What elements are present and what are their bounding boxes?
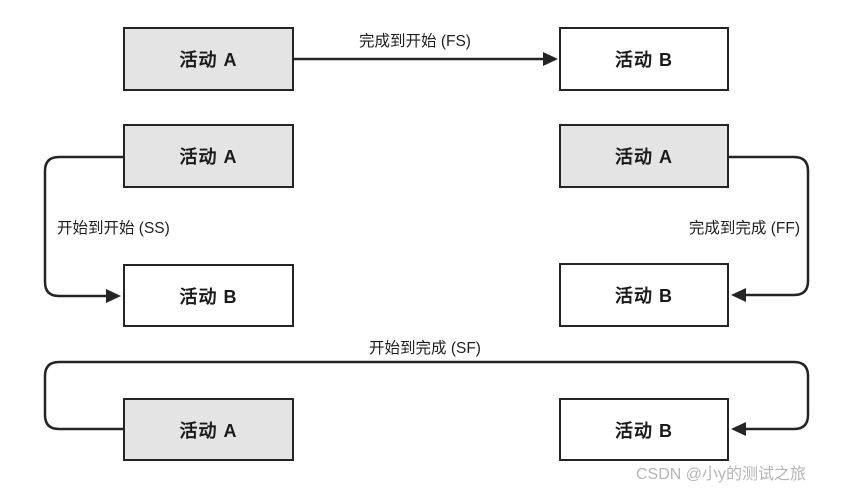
activity-b-label: 活动 B xyxy=(615,286,673,306)
activity-a-label: 活动 A xyxy=(615,147,673,167)
activity-a-box-ss: 活动 A xyxy=(123,124,294,188)
sf-arrowhead-icon xyxy=(731,422,746,436)
fs-relation-label: 完成到开始 (FS) xyxy=(359,33,471,50)
activity-b-label: 活动 B xyxy=(615,420,673,441)
ss-arrowhead-icon xyxy=(106,289,121,303)
activity-b-label: 活动 B xyxy=(179,286,238,307)
activity-a-label: 活动 A xyxy=(179,50,238,70)
csdn-watermark: CSDN @小y的测试之旅 xyxy=(636,466,807,483)
activity-a-box-sf: 活动 A xyxy=(123,398,294,461)
activity-a-label: 活动 A xyxy=(179,147,238,167)
sf-connector-line xyxy=(43,360,810,431)
ff-connector-line xyxy=(728,155,810,297)
activity-a-box-fs: 活动 A xyxy=(123,27,294,91)
activity-a-box-ff: 活动 A xyxy=(559,124,729,188)
activity-b-box-fs: 活动 B xyxy=(559,27,729,91)
activity-b-box-sf: 活动 B xyxy=(559,398,729,461)
activity-a-label: 活动 A xyxy=(179,420,238,441)
ff-relation-label: 完成到完成 (FF) xyxy=(688,220,800,237)
activity-b-box-ff: 活动 B xyxy=(559,263,729,327)
ff-arrowhead-icon xyxy=(731,288,746,302)
ss-connector-line xyxy=(43,155,123,298)
fs-arrowhead-icon xyxy=(543,52,558,66)
ss-relation-label: 开始到开始 (SS) xyxy=(57,220,170,237)
activity-b-box-ss: 活动 B xyxy=(123,264,294,327)
sf-relation-label: 开始到完成 (SF) xyxy=(369,340,481,357)
activity-b-label: 活动 B xyxy=(615,50,673,70)
